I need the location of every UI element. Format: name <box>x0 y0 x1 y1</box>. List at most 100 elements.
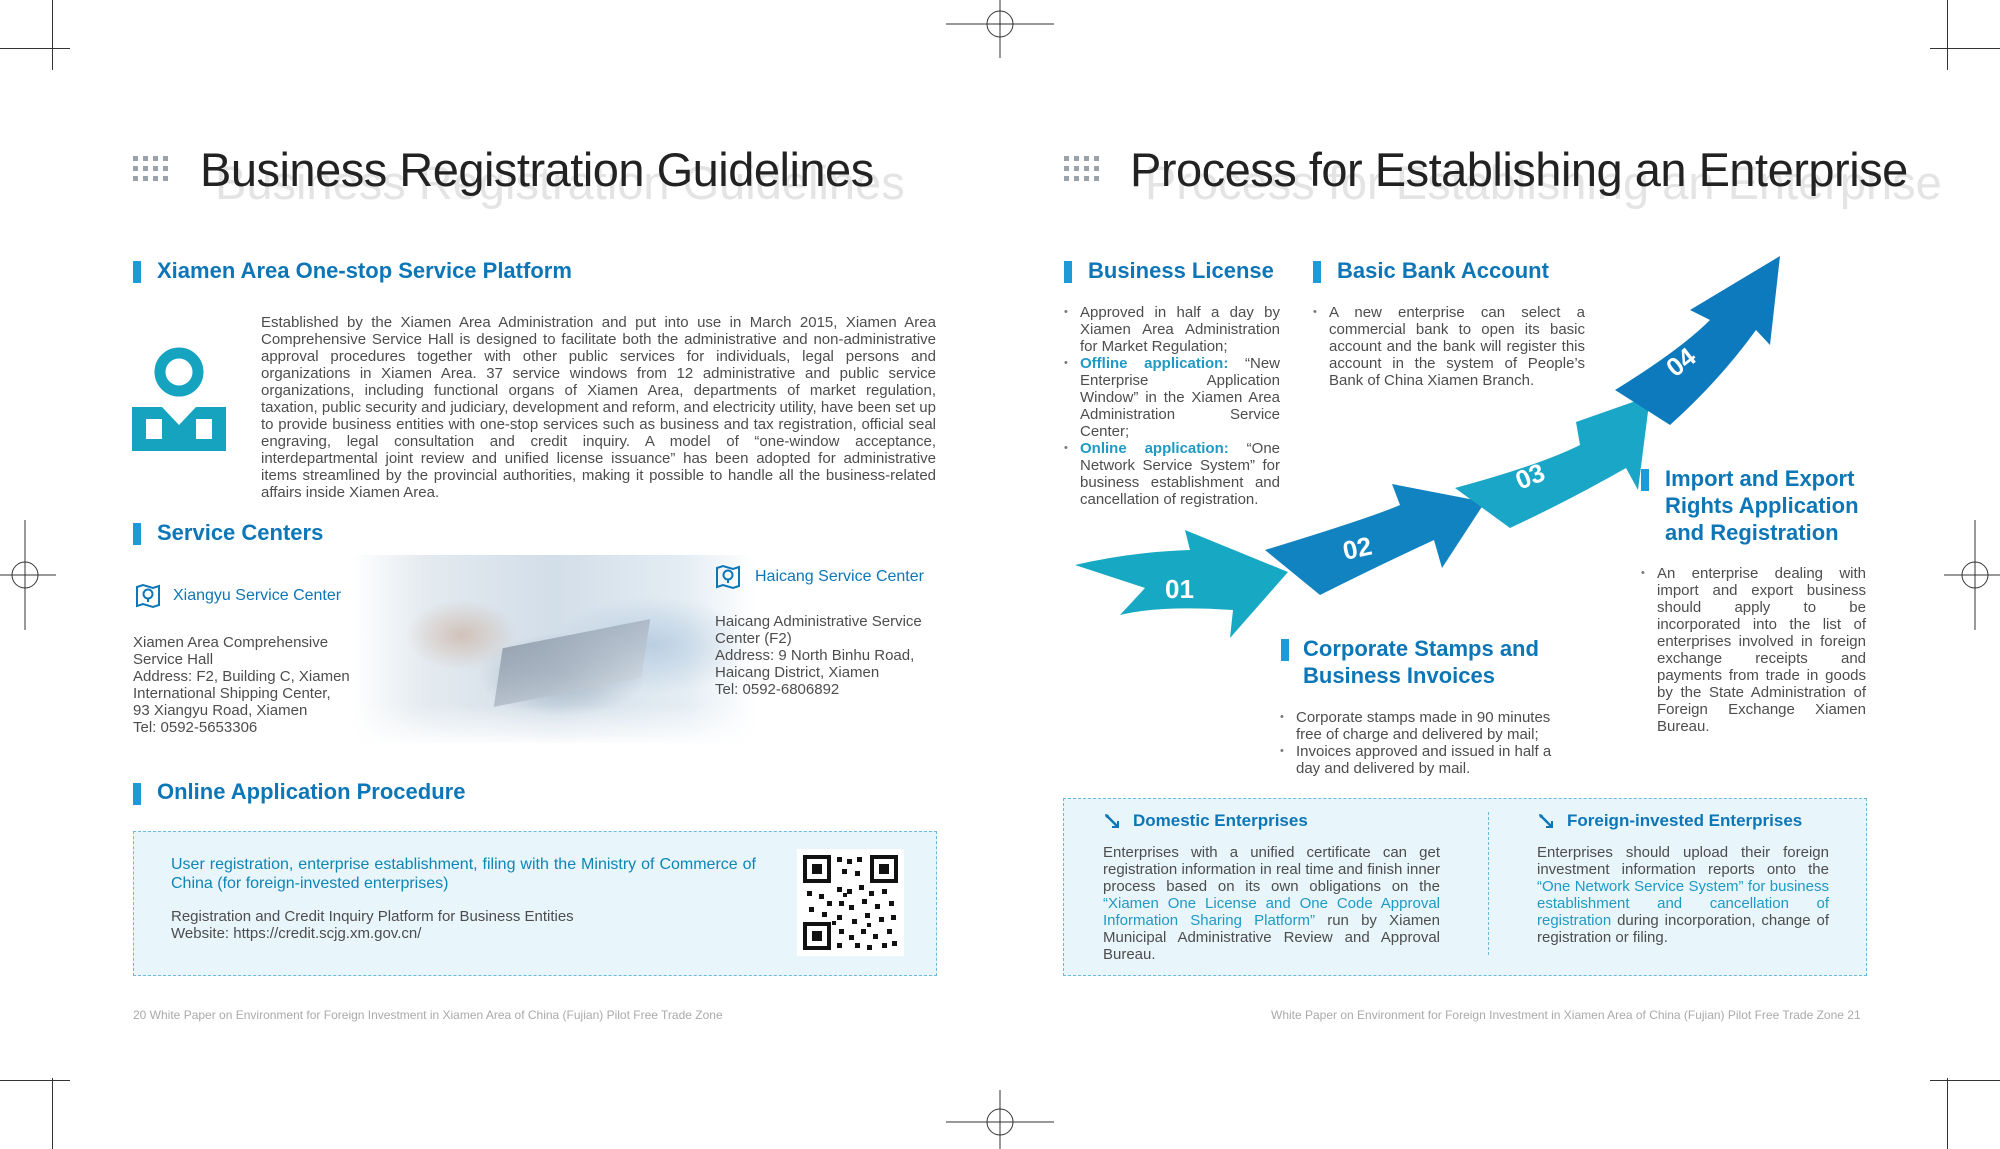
address-line: 93 Xiangyu Road, Xiamen <box>133 702 308 719</box>
bank-account-details: A new enterprise can select a commercial… <box>1313 304 1585 389</box>
domestic-heading: Domestic Enterprises <box>1133 811 1308 830</box>
heading-line: Corporate Stamps and <box>1303 636 1539 661</box>
page-title: Business Registration Guidelines <box>200 143 874 196</box>
foreign-text: during incorporation, change of registra… <box>1537 912 1829 946</box>
registration-mark <box>0 520 56 630</box>
address-line: Center (F2) <box>715 630 792 647</box>
address-line: Haicang District, Xiamen <box>715 664 880 681</box>
section-marker <box>1064 261 1072 283</box>
heading-line: Business Invoices <box>1303 663 1495 688</box>
map-pin-icon <box>136 583 160 609</box>
page-footer: 20 White Paper on Environment for Foreig… <box>133 1008 723 1022</box>
office-photo <box>352 555 756 743</box>
registration-mark <box>1944 520 2000 630</box>
haicang-center-name: Haicang Service Center <box>755 568 924 585</box>
registration-mark <box>946 0 1054 58</box>
crop-mark <box>52 1078 53 1149</box>
qr-code-icon <box>803 855 898 950</box>
step-arrow-01 <box>1075 530 1288 638</box>
bank-account-heading: Basic Bank Account <box>1337 258 1549 283</box>
crop-mark <box>0 1080 70 1081</box>
foreign-description: Enterprises should upload their foreign … <box>1537 844 1829 946</box>
license-bullet-online: Online application: “One Network Service… <box>1064 440 1280 508</box>
business-license-details: Approved in half a day by Xiamen Area Ad… <box>1064 304 1280 508</box>
offline-label: Offline application: <box>1080 355 1229 372</box>
address-line: International Shipping Center, <box>133 685 331 702</box>
address-line: Address: 9 North Binhu Road, <box>715 647 915 664</box>
heading-line: and Registration <box>1665 520 1839 545</box>
domestic-platform-link: “Xiamen One License and One Code Approva… <box>1103 895 1440 929</box>
stamps-details: Corporate stamps made in 90 minutes free… <box>1280 709 1570 777</box>
domestic-description: Enterprises with a unified certificate c… <box>1103 844 1440 963</box>
process-arrows: 01 02 03 04 <box>1075 256 1780 638</box>
stamps-bullet: Corporate stamps made in 90 minutes free… <box>1280 709 1570 743</box>
title-dots-icon <box>133 156 168 181</box>
import-export-details: An enterprise dealing with import and ex… <box>1641 565 1866 735</box>
foreign-heading: Foreign-invested Enterprises <box>1567 811 1803 830</box>
license-bullet: Approved in half a day by Xiamen Area Ad… <box>1064 304 1280 355</box>
title-dots-icon <box>1064 156 1099 181</box>
page-footer: White Paper on Environment for Foreign I… <box>1271 1008 1861 1022</box>
person-icon <box>132 347 226 451</box>
section-marker <box>1641 469 1649 491</box>
step-arrow-04 <box>1615 256 1780 425</box>
crop-mark <box>1947 0 1948 70</box>
domestic-text: Enterprises with a unified certificate c… <box>1103 844 1440 895</box>
bank-bullet: A new enterprise can select a commercial… <box>1313 304 1585 389</box>
xiangyu-center-details: Xiamen Area Comprehensive Service Hall A… <box>133 634 363 736</box>
heading-line: Rights Application <box>1665 493 1859 518</box>
business-license-heading: Business License <box>1088 258 1274 283</box>
xiangyu-center-name: Xiangyu Service Center <box>173 587 342 604</box>
step-label-01: 01 <box>1165 574 1194 604</box>
address-line: Service Hall <box>133 651 214 668</box>
online-text: “One Network Service System” for busines… <box>1080 440 1280 508</box>
online-procedure-steps: User registration, enterprise establishm… <box>171 856 756 892</box>
pen-icon <box>1539 814 1553 828</box>
box-divider <box>1488 812 1489 955</box>
haicang-center-details: Haicang Administrative Service Center (F… <box>715 613 945 698</box>
map-pin-icon <box>716 564 740 590</box>
offline-text: “New Enterprise Application Window” in t… <box>1080 355 1280 440</box>
crop-mark <box>52 0 53 70</box>
qr-code[interactable] <box>797 849 904 956</box>
foreign-system-link: “One Network Service System” for busines… <box>1537 878 1829 929</box>
title-shadow: Business Registration Guidelines <box>215 156 905 209</box>
address-line: Address: F2, Building C, Xiamen <box>133 668 350 685</box>
platform-description: Established by the Xiamen Area Administr… <box>261 314 936 501</box>
section-heading: Online Application Procedure <box>157 779 466 804</box>
platform-website[interactable]: Website: https://credit.scjg.xm.gov.cn/ <box>171 925 422 942</box>
online-label: Online application: <box>1080 440 1229 457</box>
page-title: Process for Establishing an Enterprise <box>1130 143 1908 196</box>
crop-mark <box>1930 1080 2000 1081</box>
crop-mark <box>0 48 70 49</box>
license-bullet-offline: Offline application: “New Enterprise App… <box>1064 355 1280 440</box>
section-marker <box>133 523 141 545</box>
import-export-heading: Import and Export Rights Application and… <box>1665 465 1859 546</box>
stamps-heading: Corporate Stamps and Business Invoices <box>1303 635 1539 689</box>
pen-icon <box>1105 814 1119 828</box>
step-arrow-03 <box>1455 396 1650 528</box>
section-marker <box>133 783 141 805</box>
platform-name: Registration and Credit Inquiry Platform… <box>171 908 574 925</box>
section-heading: Service Centers <box>157 520 324 545</box>
section-marker <box>133 261 141 283</box>
address-line: Xiamen Area Comprehensive <box>133 634 329 651</box>
title-shadow: Process for Establishing an Enterprise <box>1145 156 1942 209</box>
phone-line: Tel: 0592-5653306 <box>133 719 258 736</box>
crop-mark <box>1930 48 2000 49</box>
heading-line: Import and Export <box>1665 466 1855 491</box>
registration-mark <box>946 1090 1054 1149</box>
step-arrow-02 <box>1265 484 1485 595</box>
address-line: Haicang Administrative Service <box>715 613 922 630</box>
invoices-bullet: Invoices approved and issued in half a d… <box>1280 743 1570 777</box>
step-label-02: 02 <box>1340 531 1375 566</box>
import-bullet: An enterprise dealing with import and ex… <box>1641 565 1866 735</box>
section-marker <box>1281 639 1289 661</box>
crop-mark <box>1947 1078 1948 1149</box>
enterprise-types-box <box>1063 798 1867 976</box>
domestic-text: run by Xiamen Municipal Administrative R… <box>1103 912 1440 963</box>
phone-line: Tel: 0592-6806892 <box>715 681 840 698</box>
section-heading: Xiamen Area One-stop Service Platform <box>157 258 572 283</box>
section-marker <box>1313 261 1321 283</box>
foreign-text: Enterprises should upload their foreign … <box>1537 844 1829 878</box>
